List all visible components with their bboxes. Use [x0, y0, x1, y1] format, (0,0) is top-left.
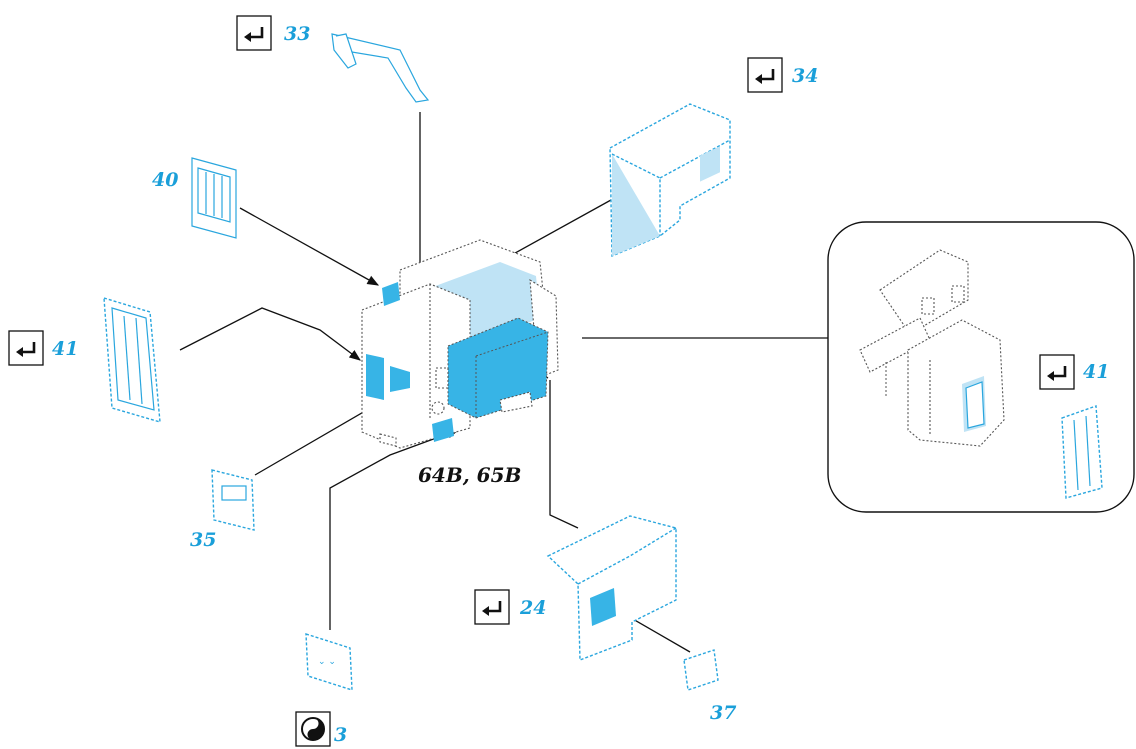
part-24-bracket	[546, 515, 677, 662]
assembly-label: 64B, 65B	[418, 463, 521, 487]
part-35-plate	[211, 469, 255, 531]
callout-3: 3	[295, 711, 347, 747]
callout-24-number: 24	[519, 597, 546, 619]
part-34-cover	[609, 103, 731, 258]
part-3-plate: ⌄ ⌄	[305, 633, 353, 691]
main-assembly	[361, 239, 559, 449]
callout-37-number: 37	[710, 702, 736, 724]
part-37-block	[683, 649, 719, 691]
callout-34-number: 34	[792, 65, 818, 87]
callout-41-inset-number: 41	[1083, 361, 1109, 383]
svg-text:⌄ ⌄: ⌄ ⌄	[318, 657, 336, 667]
return-arrow-icon	[755, 69, 775, 84]
swirl-icon	[301, 717, 325, 741]
callout-3-number: 3	[334, 724, 347, 746]
callout-35: 35	[190, 529, 216, 551]
callout-41-left: 41	[8, 330, 78, 366]
callout-35-number: 35	[190, 529, 216, 551]
callout-41-inset: 41	[1039, 354, 1109, 390]
return-arrow-icon	[244, 27, 264, 42]
callout-37: 37	[710, 702, 736, 724]
return-arrow-icon	[482, 601, 502, 616]
callout-34: 34	[747, 57, 818, 93]
callout-33-number: 33	[284, 23, 310, 45]
callout-40-number: 40	[152, 169, 178, 191]
return-arrow-icon	[16, 342, 36, 357]
callout-24: 24	[474, 589, 546, 625]
part-40-frame	[191, 157, 237, 239]
callout-33: 33	[236, 15, 310, 51]
part-41-frame-left	[103, 297, 161, 423]
inset-detail-view	[827, 221, 1135, 513]
callout-40: 40	[152, 169, 178, 191]
callout-41-left-number: 41	[52, 338, 78, 360]
return-arrow-icon	[1047, 366, 1067, 381]
part-33-bracket	[331, 33, 430, 103]
